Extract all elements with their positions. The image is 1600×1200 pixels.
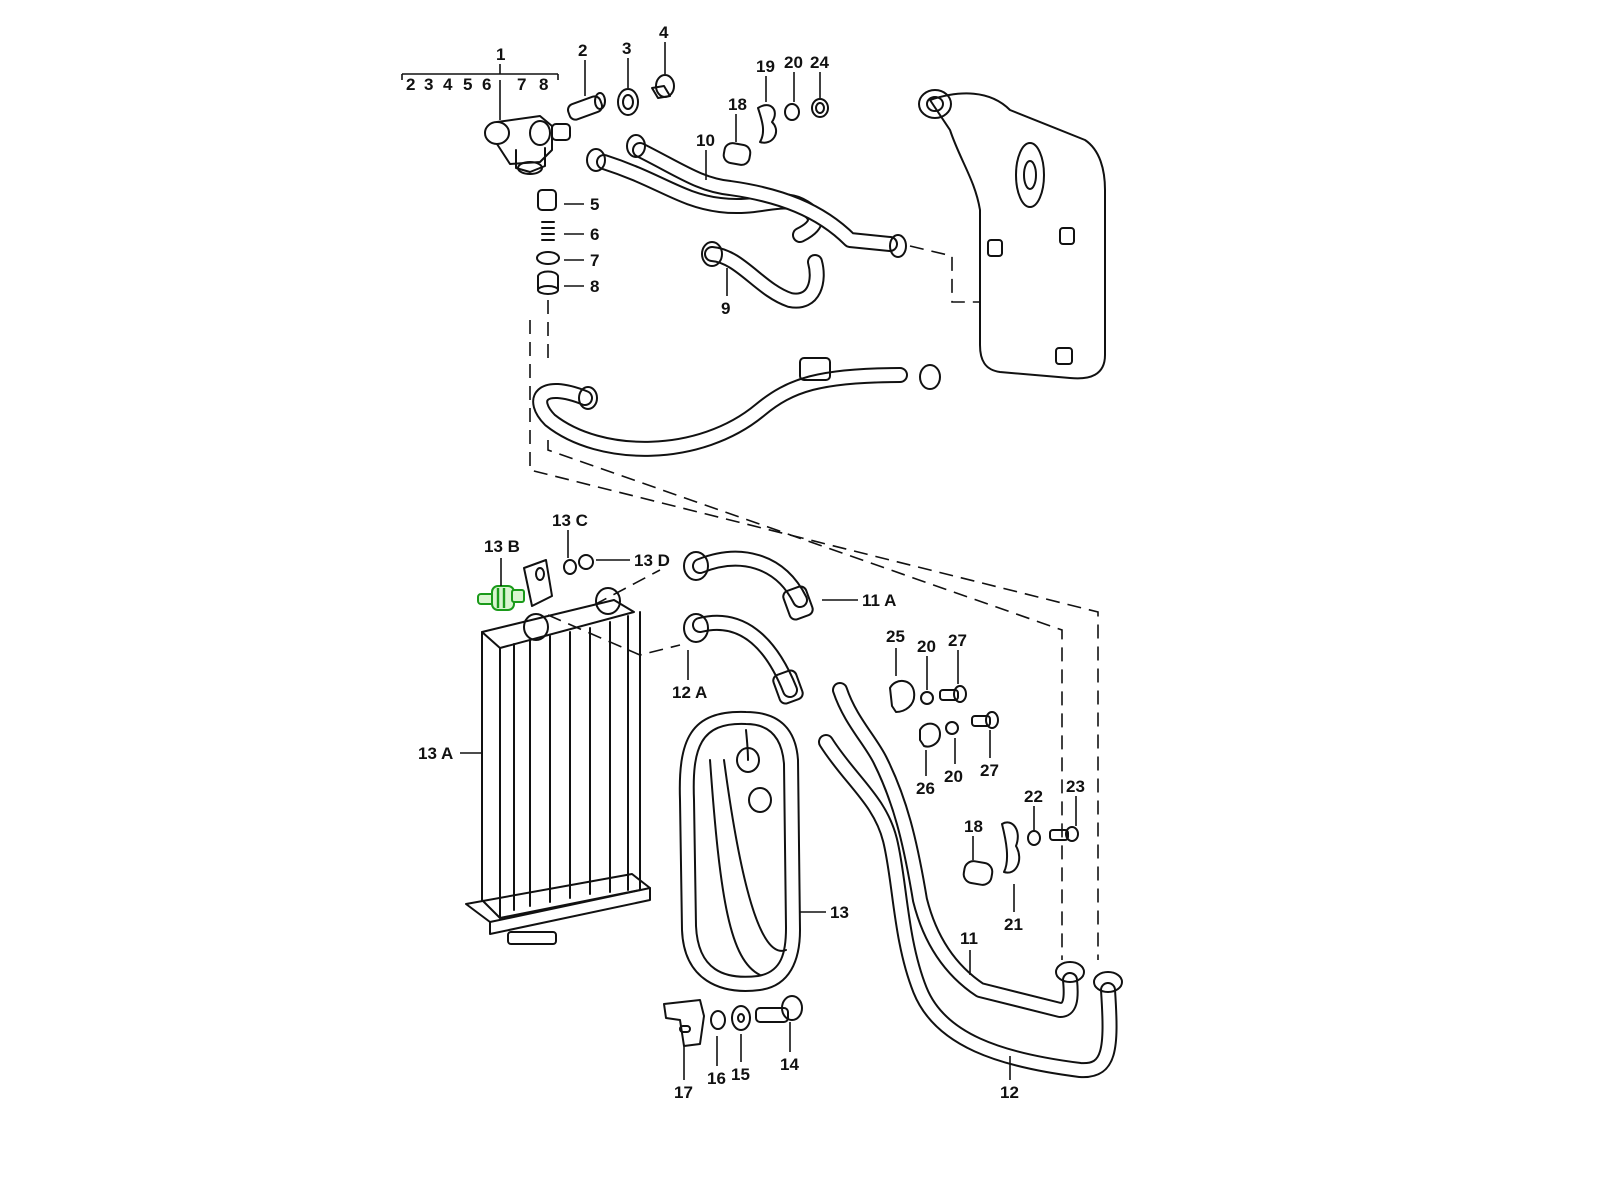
callout-16: 16: [707, 1069, 726, 1088]
hose-12a: 12 A: [672, 613, 804, 705]
part-22-washer: 22: [1024, 787, 1043, 846]
callout-11: 11: [960, 929, 978, 948]
callout-24: 24: [810, 53, 829, 72]
callout-22: 22: [1024, 787, 1043, 806]
callout-18-top: 18: [728, 95, 747, 114]
part-27-bolt-lower: 27: [971, 711, 999, 780]
hose-13-coil: 13: [678, 710, 849, 992]
callout-7: 7: [590, 251, 599, 270]
callout-13d: 13 D: [634, 551, 670, 570]
callout-10: 10: [696, 131, 715, 150]
callout-13c: 13 C: [552, 511, 588, 530]
pipe-12: 12: [818, 734, 1123, 1102]
callout-18-lower: 18: [964, 817, 983, 836]
callout-12a: 12 A: [672, 683, 707, 702]
part-20-washer-top: 20: [784, 53, 803, 121]
part-14-bolt: 14: [755, 995, 803, 1074]
callout-27-upper: 27: [948, 631, 967, 650]
callout-20-lower: 20: [944, 767, 963, 786]
callout-14: 14: [780, 1055, 799, 1074]
callout-1-sub-8: 8: [539, 75, 548, 94]
callout-2: 2: [578, 41, 587, 60]
callout-8: 8: [590, 277, 599, 296]
callout-6: 6: [590, 225, 599, 244]
part-13c-washer: 13 C: [552, 511, 588, 575]
part-25-clamp: 25: [886, 627, 916, 713]
oil-cooler-13a: 13 A: [418, 587, 651, 945]
part-16-lock-washer: 16: [707, 1010, 726, 1088]
callout-1-sub-4: 4: [443, 75, 453, 94]
cooler-bracket: [523, 559, 553, 607]
callout-17: 17: [674, 1083, 693, 1102]
callout-26: 26: [916, 779, 935, 798]
part-4-plug: 4: [651, 23, 675, 99]
part-19-clamp: 19: [756, 57, 778, 144]
part-21-clamp: 21: [1001, 821, 1023, 934]
hose-11a: 11 A: [683, 550, 896, 621]
part-23-bolt: 23: [1049, 777, 1085, 842]
callout-1-sub-2: 2: [406, 75, 415, 94]
part-2-fitting: 2: [566, 41, 606, 121]
callout-13a: 13 A: [418, 744, 453, 763]
callout-25: 25: [886, 627, 905, 646]
callout-4: 4: [659, 23, 669, 42]
callout-5: 5: [590, 195, 599, 214]
callout-1: 1: [496, 45, 505, 64]
part-3-seal-ring: 3: [617, 39, 639, 116]
return-hose: [532, 357, 941, 457]
part-17-clip: 17: [663, 999, 705, 1102]
thermostat-valve-housing: [484, 115, 571, 175]
parts-5-to-8-stack: 5 6 7 8: [536, 189, 599, 296]
callout-13b: 13 B: [484, 537, 520, 556]
part-26-clamp: 26: [916, 722, 941, 798]
callout-1-sub-5: 5: [463, 75, 472, 94]
hose-9: 9: [701, 241, 825, 318]
part-20-washer-mid: 20: [917, 637, 936, 705]
hose-10-upper: 10: [586, 131, 907, 258]
group-label-1: 1 2 3 4 5 6 7 8: [401, 45, 559, 120]
callout-13: 13: [830, 903, 849, 922]
part-13b-highlighted: 13 B: [477, 537, 525, 611]
callout-1-sub-6: 6: [482, 75, 491, 94]
part-18-sleeve-top: 18: [722, 95, 752, 166]
callout-19: 19: [756, 57, 775, 76]
callout-21: 21: [1004, 915, 1023, 934]
part-24-nut: 24: [810, 53, 829, 118]
callout-12: 12: [1000, 1083, 1019, 1102]
part-27-bolt-upper: 27: [939, 631, 967, 703]
callout-1-sub-3: 3: [424, 75, 433, 94]
part-15-flat-washer: 15: [731, 1005, 751, 1084]
callout-1-sub-7: 7: [517, 75, 526, 94]
callout-20-mid: 20: [917, 637, 936, 656]
callout-11a: 11 A: [862, 591, 896, 610]
callout-20-top: 20: [784, 53, 803, 72]
callout-27-lower: 27: [980, 761, 999, 780]
part-20-washer-lower: 20: [944, 721, 963, 786]
dashed-connection-lines: [529, 245, 1099, 960]
oil-tank: [918, 89, 1106, 380]
callout-23: 23: [1066, 777, 1085, 796]
pipe-11: 11: [832, 682, 1085, 1018]
part-18-sleeve-lower: 18: [962, 817, 994, 886]
callout-15: 15: [731, 1065, 750, 1084]
callout-3: 3: [622, 39, 631, 58]
callout-9: 9: [721, 299, 730, 318]
part-13d-nut: 13 D: [578, 551, 670, 570]
